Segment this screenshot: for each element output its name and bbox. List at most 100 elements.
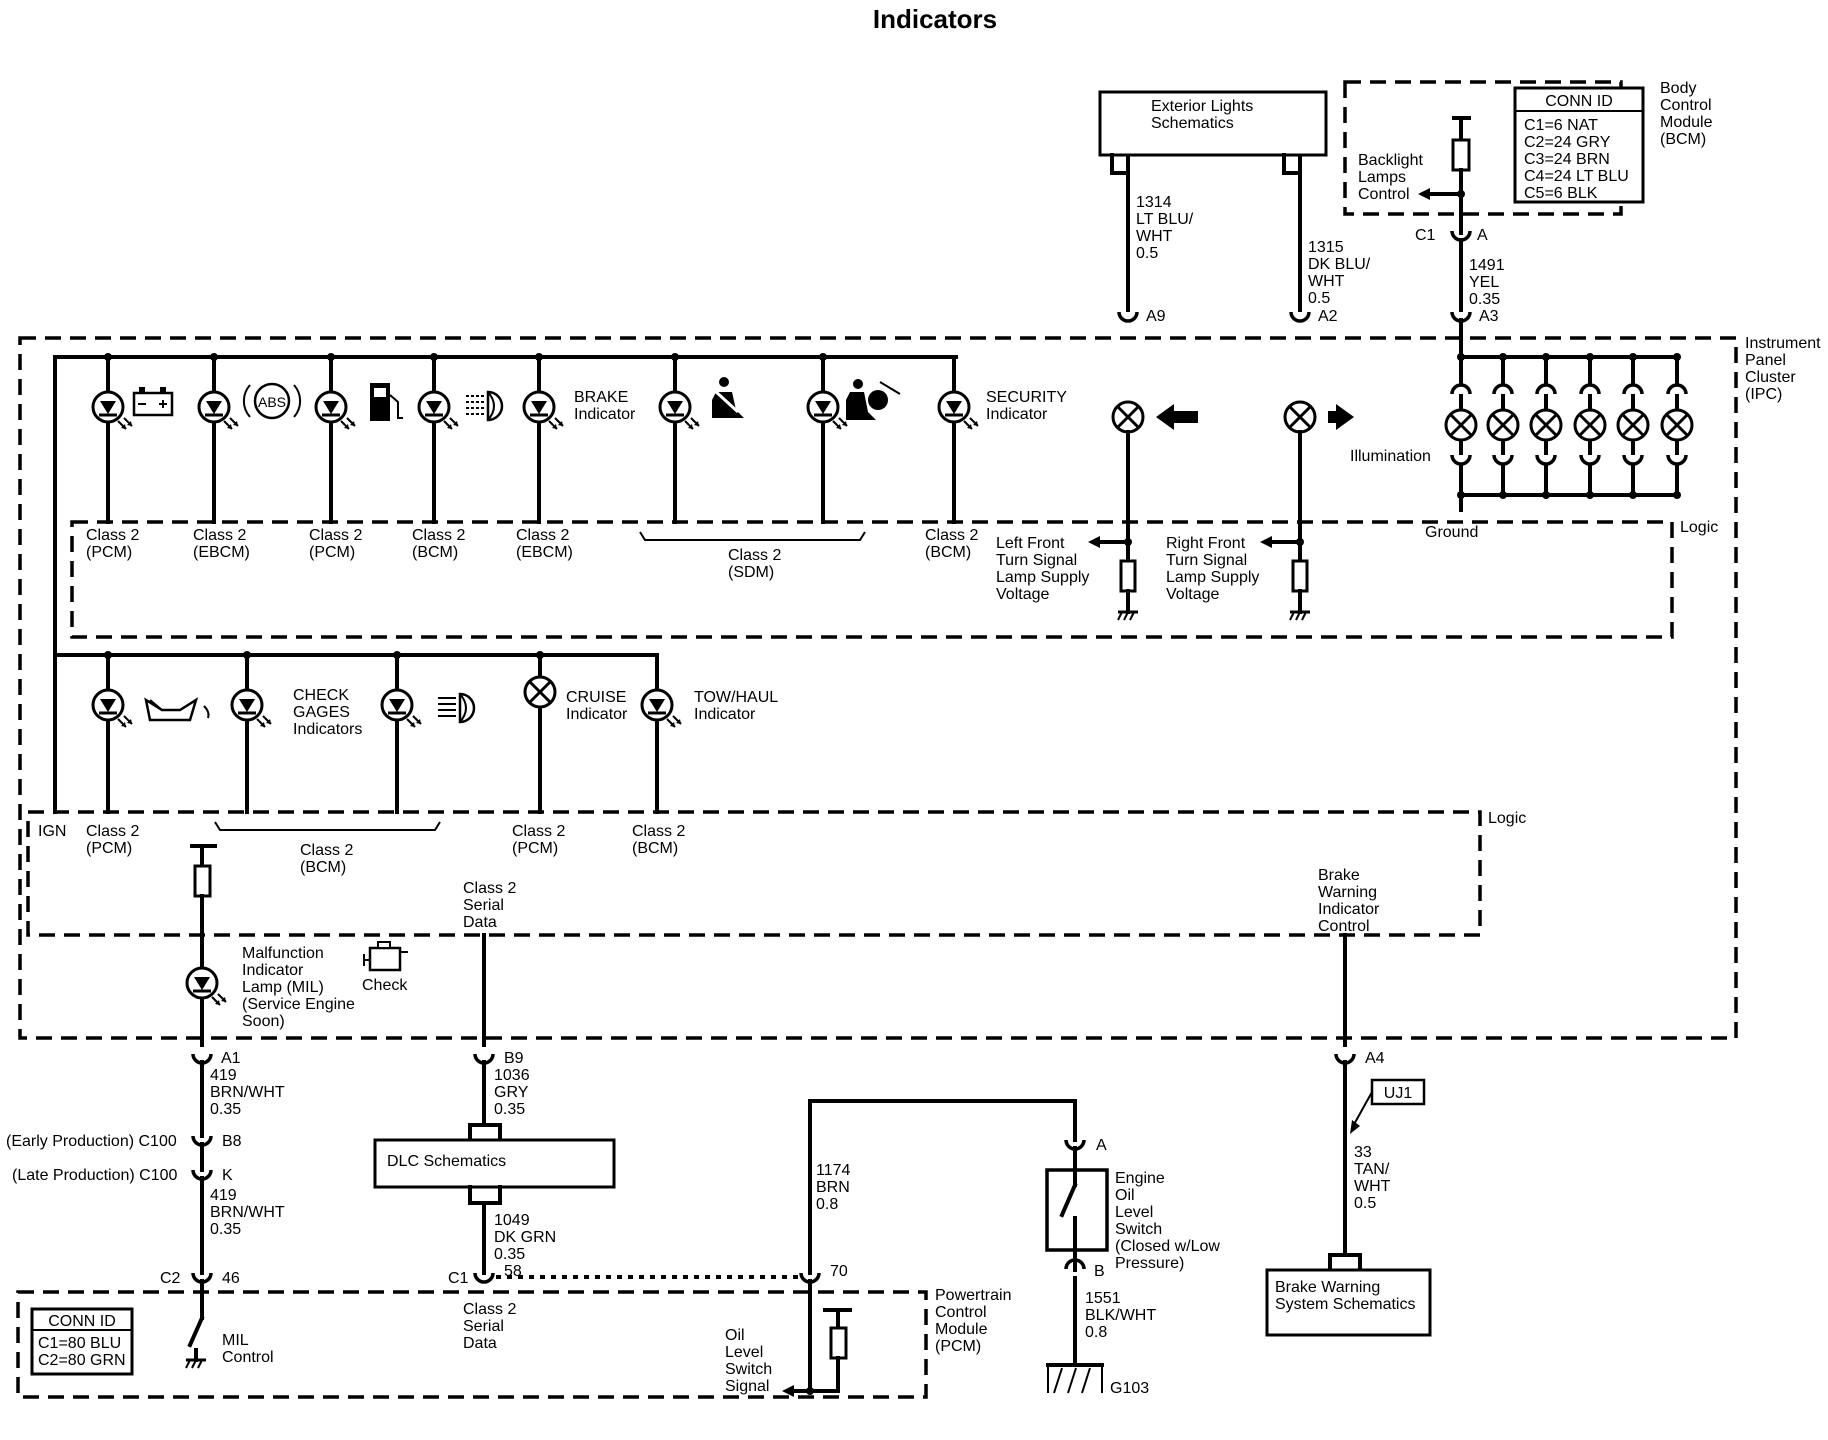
label-line: Voltage (996, 586, 1049, 603)
label-line: Indicator (694, 706, 756, 723)
engine-icon (363, 941, 408, 972)
oil-pressure-indicator (91, 688, 134, 729)
label-line: 1551 (1085, 1290, 1121, 1307)
illumination-lamp (1529, 353, 1563, 499)
label-line: Class 2 (632, 823, 685, 840)
label-line: Class 2 (412, 527, 465, 544)
label-line: Cluster (1745, 369, 1796, 386)
label-line: 419 (210, 1187, 237, 1204)
pin-b9: B9 (504, 1050, 524, 1067)
label-line: Powertrain (935, 1287, 1011, 1304)
label-line: Soon) (242, 1013, 285, 1030)
label-line: System Schematics (1275, 1296, 1415, 1313)
label-line: C5=6 BLK (1524, 185, 1598, 202)
label-line: C1=80 BLU (38, 1335, 121, 1352)
pin-a1: A1 (221, 1050, 241, 1067)
airbag-indicator (806, 390, 849, 431)
illumination-lamp (1616, 353, 1650, 499)
label-line: (PCM) (935, 1338, 981, 1355)
battery-indicator (91, 390, 134, 431)
label-line: 0.35 (494, 1246, 525, 1263)
pcm-conn-header: CONN ID (48, 1313, 116, 1330)
label-line: TOW/HAUL (694, 689, 778, 706)
illumination-lamp (1486, 353, 1520, 499)
label-line: Level (725, 1344, 763, 1361)
label-line: CRUISE (566, 689, 626, 706)
label-line: Class 2 (925, 527, 978, 544)
pin-a4: A4 (1365, 1050, 1385, 1067)
source-6: Class 2(SDM) (728, 547, 781, 581)
seatbelt-indicator (658, 390, 701, 431)
lowbeam-icon (438, 692, 476, 724)
label-line: (BCM) (925, 544, 971, 561)
ground-label: Ground (1425, 524, 1478, 541)
label-line: (BCM) (412, 544, 458, 561)
pin-a3: A3 (1479, 308, 1499, 325)
check-label: Check (362, 977, 408, 994)
pin-k: K (222, 1167, 233, 1184)
label-line: 0.5 (1136, 245, 1158, 262)
left-turn-bulb (1111, 400, 1145, 434)
label-line: Data (463, 914, 497, 931)
label-line: 1491 (1469, 257, 1505, 274)
right-arrow-icon (1328, 404, 1354, 430)
abs-indicator (197, 390, 240, 431)
label-line: Pressure) (1115, 1255, 1184, 1272)
label-line: Class 2 (728, 547, 781, 564)
label-line: (BCM) (632, 840, 678, 857)
brake-indicator (522, 390, 565, 431)
label-line: BRN/WHT (210, 1084, 285, 1101)
logic-label-top: Logic (1680, 519, 1718, 536)
label-line: WHT (1308, 273, 1345, 290)
tow-haul-indicator (640, 688, 683, 729)
label-line: Backlight (1358, 152, 1423, 169)
label-line: (PCM) (86, 840, 132, 857)
label-line: Control (1358, 186, 1410, 203)
label-line: DK BLU/ (1308, 256, 1371, 273)
label-line: Switch (725, 1361, 772, 1378)
label-line: 0.5 (1354, 1195, 1376, 1212)
source-4: Class 2(BCM) (412, 527, 465, 561)
label-line: Control (935, 1304, 987, 1321)
label-line: (EBCM) (516, 544, 573, 561)
label-line: Signal (725, 1378, 769, 1395)
label-line: Voltage (1166, 586, 1219, 603)
label-line: (PCM) (86, 544, 132, 561)
pcm-boundary (16, 1290, 928, 1399)
left-arrow-icon (1156, 404, 1198, 430)
label-line: Indicators (293, 721, 362, 738)
label-line: DK GRN (494, 1229, 556, 1246)
uj1-label: UJ1 (1384, 1085, 1413, 1102)
pin-46: 46 (222, 1270, 240, 1287)
label-line: GRY (494, 1084, 529, 1101)
label-line: SECURITY (986, 389, 1067, 406)
abs-icon-text: ABS (258, 394, 286, 410)
highbeam-indicator (417, 390, 460, 431)
label-line: C2=80 GRN (38, 1352, 126, 1369)
bottom-source-pcm: Class 2(PCM) (86, 823, 139, 857)
pin-sw-b: B (1094, 1263, 1105, 1280)
label-line: Serial (463, 897, 504, 914)
label-line: Class 2 (193, 527, 246, 544)
label-line: Oil (1115, 1187, 1135, 1204)
logic-box-bottom (26, 810, 1482, 937)
label-line: Serial (463, 1318, 504, 1335)
oil-can-icon (144, 697, 210, 722)
label-line: Switch (1115, 1221, 1162, 1238)
label-line: Instrument (1745, 335, 1821, 352)
g103-label: G103 (1110, 1380, 1149, 1397)
label-line: C4=24 LT BLU (1524, 168, 1629, 185)
